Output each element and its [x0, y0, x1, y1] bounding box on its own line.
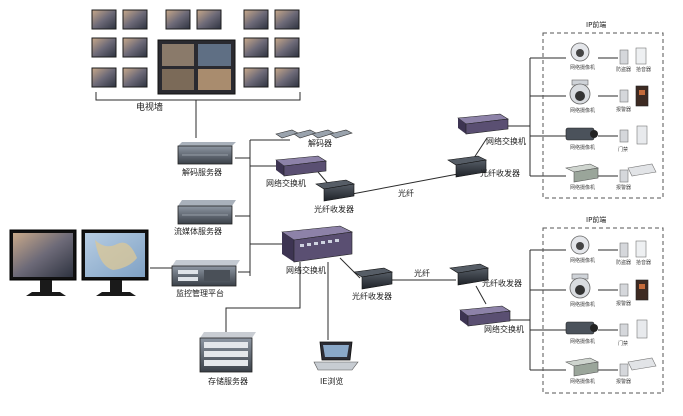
box-camera: [565, 321, 598, 335]
laptop: [313, 341, 359, 371]
decoder-units: [275, 129, 353, 139]
decoder-server: [177, 142, 236, 165]
encoder-box: [565, 163, 599, 183]
front-end-top-device-3: 门禁: [618, 147, 629, 153]
switch-right-top: [457, 113, 509, 135]
front-end-top-device-4: 报警器: [616, 185, 632, 191]
management-platform-label: 监控管理平台: [176, 289, 224, 298]
front-end-bottom-cameras: [565, 235, 599, 377]
front-end-top-camera-4: 网络摄像机: [570, 185, 596, 191]
streaming-server: [177, 200, 236, 225]
transceiver-right-upper-label: 光纤收发器: [480, 169, 520, 178]
front-end-top-device-1: 防盗器: [616, 67, 632, 73]
alarm-sensor-icon: [619, 163, 657, 183]
pickup-device-icon: [619, 240, 647, 258]
front-end-top-title: IP前端: [586, 21, 607, 29]
alarm-keypad-icon: [619, 85, 649, 107]
access-control-icon: [619, 125, 648, 145]
video-wall-left-block: [91, 9, 148, 88]
switch-right-bottom: [459, 305, 511, 327]
alarm-keypad-icon: [619, 279, 649, 301]
speed-dome-camera: [569, 79, 591, 105]
front-end-top-accessories: [619, 47, 657, 183]
front-end-bottom-pickup-1: 拾音器: [636, 260, 652, 266]
switch-right-bottom-label: 网络交换机: [484, 325, 524, 334]
encoder-box: [565, 357, 599, 377]
front-end-top-device-2: 报警器: [616, 107, 632, 113]
front-end-bottom-box: [542, 227, 664, 394]
speed-dome-camera: [569, 273, 591, 299]
transceiver-left-upper: [315, 179, 355, 202]
front-end-bottom-camera-3: 网络摄像机: [570, 339, 596, 345]
access-control-icon: [619, 319, 648, 339]
front-end-top-camera-1: 网络摄像机: [570, 65, 596, 71]
monitor-right: [81, 229, 149, 296]
front-end-bottom-device-1: 防盗器: [616, 260, 632, 266]
video-wall-label: 电视墙: [136, 103, 164, 113]
front-end-top-cameras: [565, 42, 599, 183]
fiber-lower-label: 光纤: [414, 269, 430, 278]
video-wall-center-top: [165, 9, 222, 30]
connection-lines: [95, 57, 618, 371]
transceiver-right-upper: [447, 155, 487, 178]
front-end-bottom-device-3: 门禁: [618, 341, 629, 347]
storage-server-label: 存储服务器: [208, 377, 248, 386]
alarm-sensor-icon: [619, 357, 657, 377]
front-end-top-pickup-1: 拾音器: [636, 67, 652, 73]
management-platform-server: [171, 260, 240, 287]
decoder-label: 解码器: [308, 139, 332, 148]
front-end-bottom-device-2: 报警器: [616, 301, 632, 307]
switch-center: [281, 225, 354, 263]
fiber-upper-label: 光纤: [398, 189, 414, 198]
front-end-bottom-camera-4: 网络摄像机: [570, 379, 596, 385]
dome-camera-small: [570, 235, 590, 255]
video-wall-center-large: [157, 39, 236, 95]
front-end-top-box: [542, 32, 664, 199]
transceiver-left-upper-label: 光纤收发器: [314, 205, 354, 214]
box-camera: [565, 127, 598, 141]
switch-upper-label: 网络交换机: [266, 179, 306, 188]
switch-center-label: 网络交换机: [286, 266, 326, 275]
transceiver-right-lower: [449, 263, 489, 286]
front-end-top-camera-3: 网络摄像机: [570, 145, 596, 151]
monitor-left: [9, 229, 77, 296]
ie-browse-label: IE浏览: [320, 377, 344, 386]
front-end-top-camera-2: 网络摄像机: [570, 108, 596, 114]
front-end-bottom-device-4: 报警器: [616, 379, 632, 385]
transceiver-left-lower: [353, 267, 393, 290]
streaming-server-label: 流媒体服务器: [174, 227, 222, 236]
switch-upper: [275, 155, 327, 177]
video-wall: [91, 9, 300, 95]
dome-camera-small: [570, 42, 590, 62]
video-wall-right-block: [243, 9, 300, 88]
front-end-bottom-title: IP前端: [586, 216, 607, 224]
transceiver-right-lower-label: 光纤收发器: [482, 279, 522, 288]
switch-right-top-label: 网络交换机: [486, 137, 526, 146]
front-end-bottom-camera-2: 网络摄像机: [570, 302, 596, 308]
front-end-bottom-accessories: [619, 240, 657, 377]
decoder-server-label: 解码服务器: [182, 168, 222, 177]
front-end-bottom-camera-1: 网络摄像机: [570, 258, 596, 264]
pickup-device-icon: [619, 47, 647, 65]
transceiver-left-lower-label: 光纤收发器: [352, 292, 392, 301]
storage-server: [199, 332, 256, 373]
